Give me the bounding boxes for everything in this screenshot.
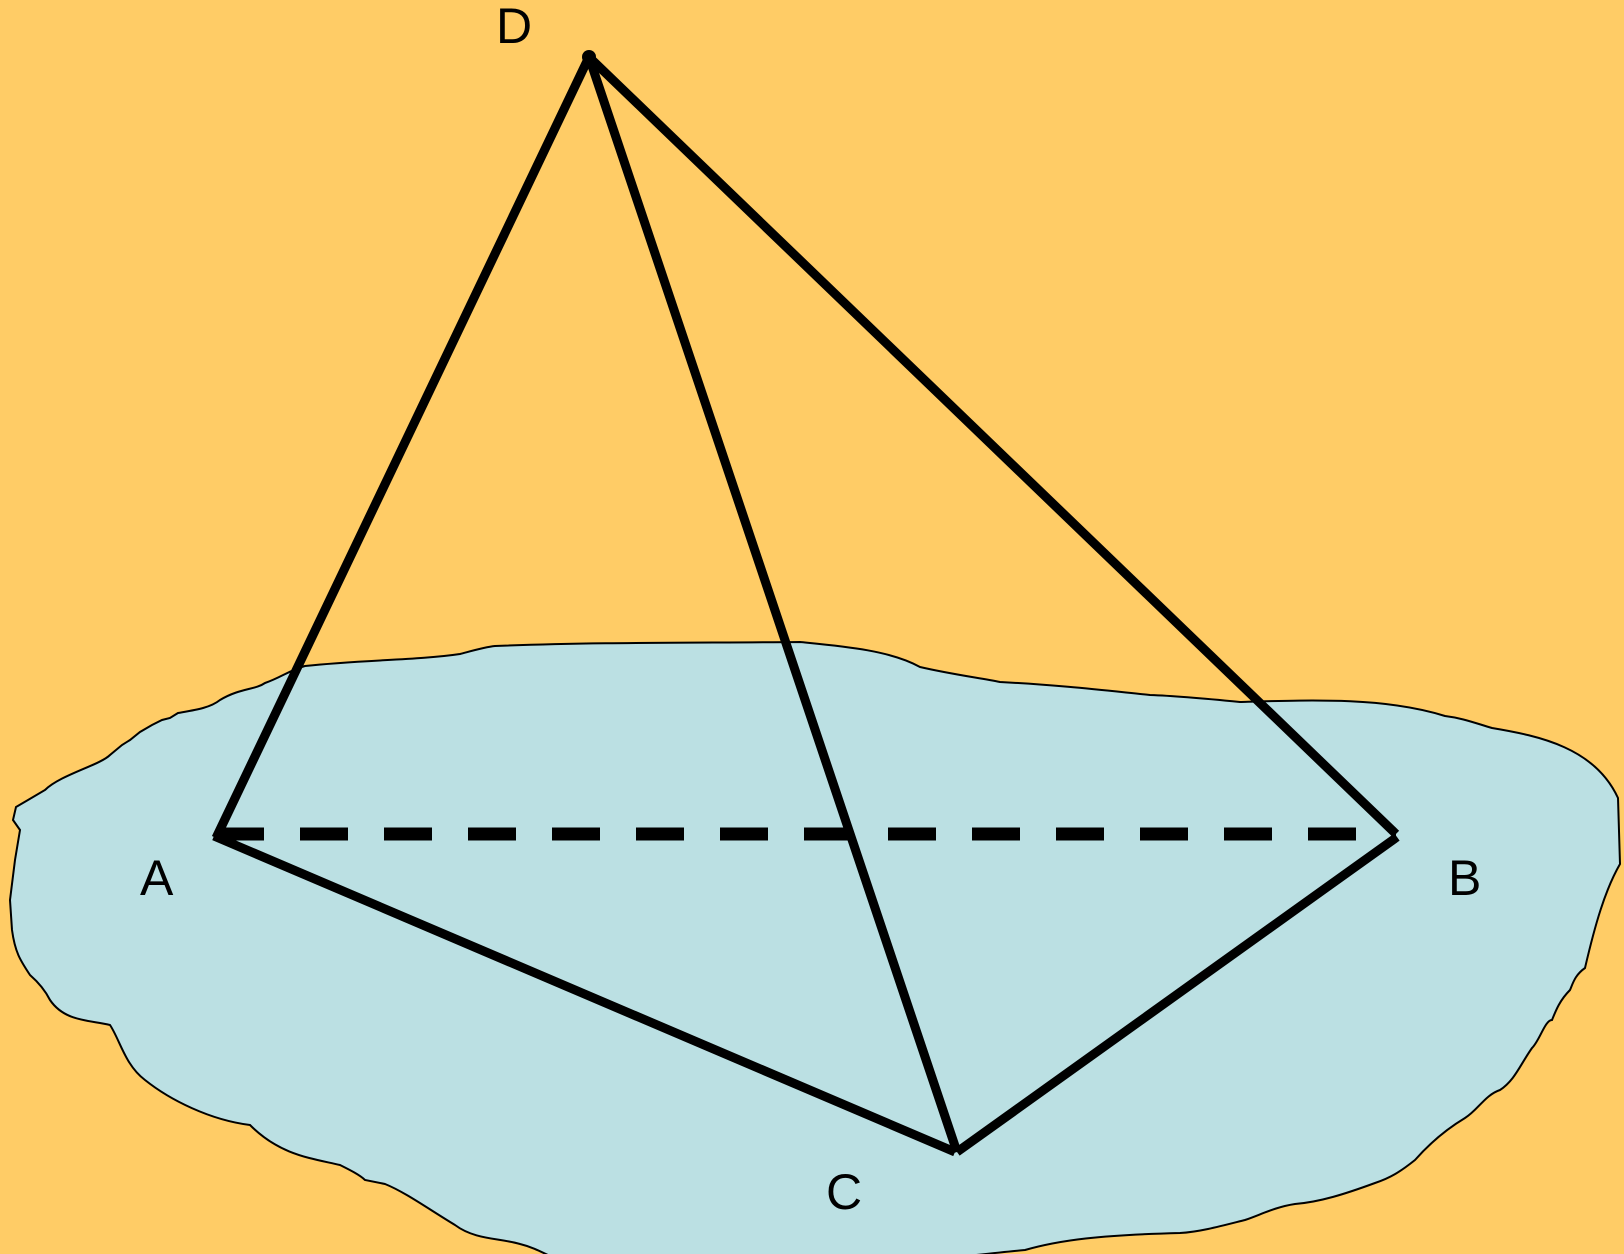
edge-c-b	[954, 833, 1400, 1156]
edge-d-b	[585, 53, 1400, 838]
vertex-labels: D A B C	[140, 0, 1481, 1220]
vertex-label-c: C	[826, 1164, 862, 1220]
vertex-label-d: D	[496, 0, 532, 54]
base-plane	[8, 640, 1622, 1254]
edge-a-c	[212, 831, 957, 1157]
vertex-label-a: A	[140, 850, 174, 906]
edge-d-a	[211, 55, 594, 840]
vertex-d-dot	[582, 50, 596, 64]
vertex-label-b: B	[1448, 850, 1481, 906]
visible-edges	[211, 50, 1400, 1157]
edge-d-c	[584, 55, 962, 1154]
